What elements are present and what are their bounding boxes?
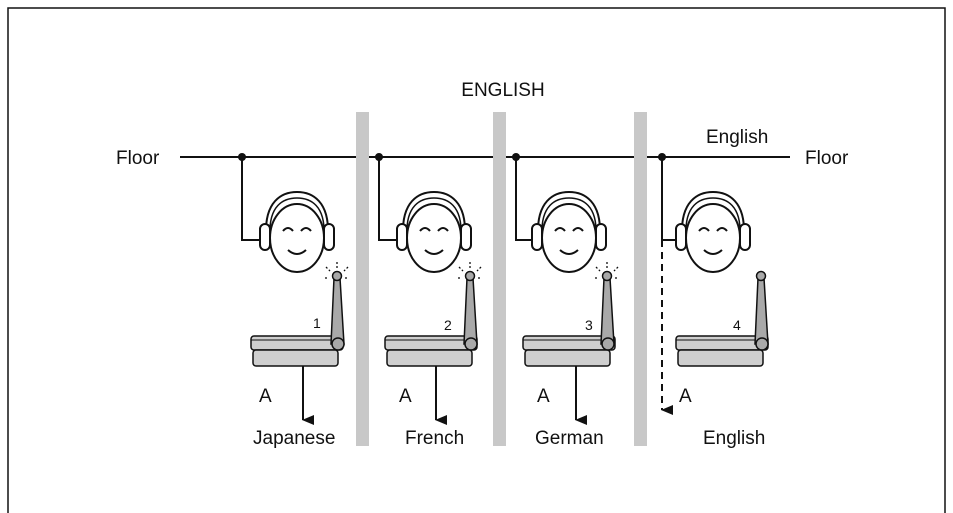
mic-active-indicator [595,262,619,279]
diagram-border [7,7,946,513]
mic-active-indicator [325,262,349,279]
mic-active-indicator [458,262,482,279]
interpreter-head-icon [259,190,335,273]
booth-number: 4 [733,317,741,333]
booth-number: 2 [444,317,452,333]
interpreter-head-icon [675,190,751,273]
interpreter-desk-unit [250,335,344,367]
diagram-title: ENGLISH [461,80,544,101]
floor-label-right: Floor [805,148,849,169]
output-channel-label: A [679,386,692,407]
booth-number: 3 [585,317,593,333]
interpreter-head-icon [396,190,472,273]
booth: 1 A Japanese [238,153,349,449]
headphone-feed-line [238,153,262,241]
headphone-feed-line [375,153,399,241]
booth: 2 A French [375,153,482,449]
language-label: German [535,428,604,449]
microphone-icon [754,270,769,351]
output-channel-label: A [399,386,412,407]
floor-label-left: Floor [116,148,160,169]
microphone-icon [458,262,482,351]
microphone-icon [595,262,619,351]
divider-3 [634,112,647,446]
language-label: French [405,428,464,449]
divider-2 [493,112,506,446]
output-channel-label: A [259,386,272,407]
headphone-feed-line [512,153,536,241]
language-label: Japanese [253,428,335,449]
booth-number: 1 [313,315,321,331]
english-bus-label: English [706,127,768,148]
headphone-feed-line [658,153,678,241]
output-channel-label: A [537,386,550,407]
language-label: English [703,428,765,449]
interpreter-head-icon [531,190,607,273]
divider-1 [356,112,369,446]
booth: 4 A English [658,153,769,449]
interpreter-desk-unit [675,335,769,367]
interpreter-desk-unit [522,335,616,367]
booth-dividers [356,112,647,446]
booth: 3 A German [512,153,619,449]
microphone-icon [325,262,349,351]
interpreter-desk-unit [384,335,478,367]
